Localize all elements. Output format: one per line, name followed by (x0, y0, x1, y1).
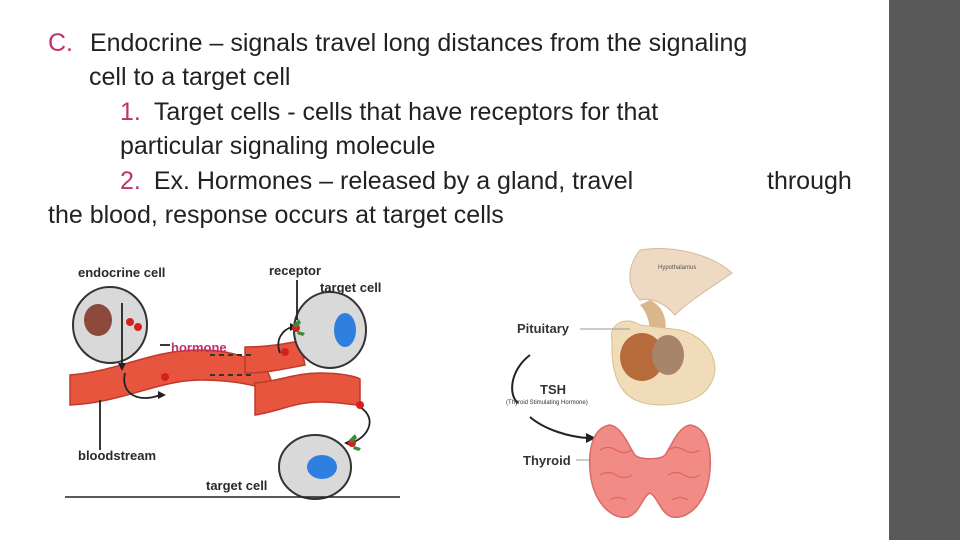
slide-sidebar (889, 0, 960, 540)
sub-bullet-2-tail: through (767, 167, 852, 195)
hormone-dot (161, 373, 169, 381)
receptor-mark (293, 319, 305, 336)
hormone-dot (134, 323, 142, 331)
sub-bullet-2: 2. Ex. Hormones – released by a gland, t… (120, 166, 633, 196)
label-target-cell-bottom: target cell (206, 478, 267, 493)
bullet-c-continued: cell to a target cell (89, 63, 291, 91)
target-cell-top-nucleus (334, 313, 356, 347)
label-hormone: hormone (171, 340, 227, 355)
sub-bullet-text: Ex. Hormones – released by a gland, trav… (153, 167, 634, 195)
hormone-dot (281, 348, 289, 356)
sub-bullet-text: Target cells - cells that have receptors… (153, 98, 659, 126)
hormone-dot (356, 401, 364, 409)
arrow-tsh (511, 354, 531, 404)
pituitary-stalk (640, 300, 666, 333)
label-target-cell-top: target cell (320, 280, 381, 295)
endocrine-cell-nucleus (84, 304, 112, 336)
sub-bullet-1-continued: particular signaling molecule (120, 132, 436, 160)
bullet-marker: C. (48, 29, 73, 57)
label-bloodstream: bloodstream (78, 448, 156, 463)
sub-bullet-2-continued: the blood, response occurs at target cel… (48, 201, 504, 229)
pituitary-posterior (652, 335, 684, 375)
pituitary-anterior (620, 333, 664, 381)
receptor-mark (349, 434, 361, 451)
thyroid-gland (588, 424, 712, 518)
bullet-c: C. Endocrine – signals travel long dista… (48, 28, 747, 58)
label-pituitary: Pituitary (517, 321, 570, 336)
bloodstream-segment-mid (244, 340, 306, 374)
hormone-dot (126, 318, 134, 326)
arrowhead (158, 391, 166, 399)
sub-bullet-1: 1. Target cells - cells that have recept… (120, 97, 658, 127)
label-tsh: TSH (540, 382, 566, 397)
hypothalamus-shape (629, 248, 733, 316)
arrowhead (118, 363, 126, 371)
arrow-to-blood (123, 372, 161, 399)
label-thyroid: Thyroid (523, 453, 571, 468)
target-cell-bottom-nucleus (307, 455, 337, 479)
label-endocrine-cell: endocrine cell (78, 265, 165, 280)
label-hypothalamus: Hypothalamus (658, 265, 696, 271)
pituitary-thyroid-diagram: Hypothalamus Pituitary TSH (Thyroid Stim… (506, 248, 733, 518)
bullet-text: Endocrine – signals travel long distance… (89, 29, 748, 57)
sub-bullet-marker: 2. (120, 167, 141, 195)
label-tsh-full: (Thyroid Stimulating Hormone) (506, 400, 588, 406)
bloodstream-gap-dashes (210, 354, 255, 376)
arrow-to-thyroid (529, 416, 589, 439)
sub-bullet-marker: 1. (120, 98, 141, 126)
arrowhead (586, 433, 596, 443)
thyroid-texture (599, 446, 701, 501)
label-receptor: receptor (269, 263, 321, 278)
arrow-to-receptor (277, 326, 293, 354)
endocrine-signaling-diagram: endocrine cell receptor target cell horm… (65, 263, 400, 500)
